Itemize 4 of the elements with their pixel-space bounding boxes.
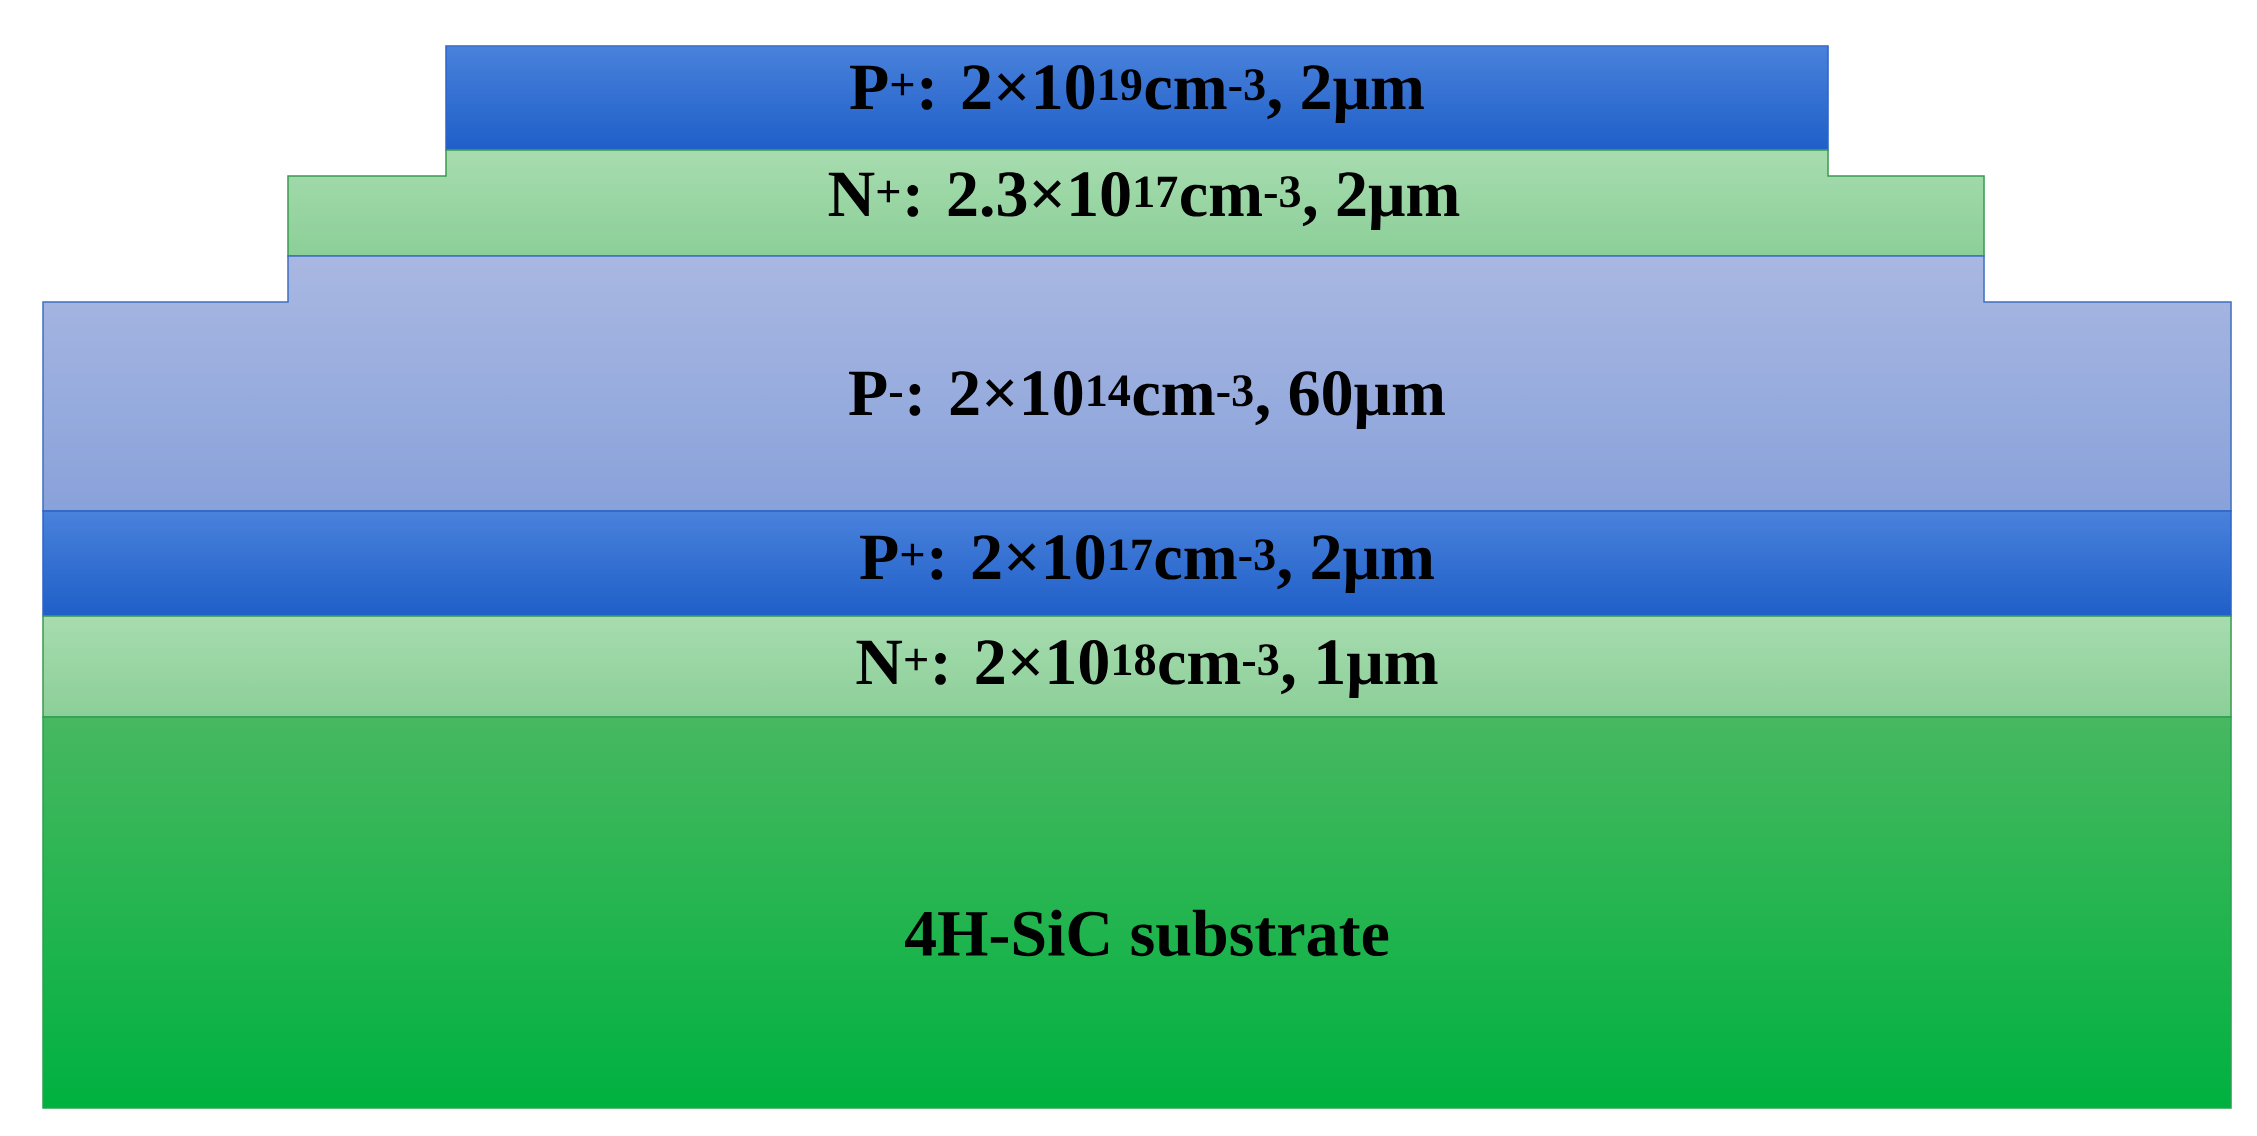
layer-band: N$^{+}$: 2.3×10$^{17}$cm$^{-3}$, 2μm (287, 149, 1985, 257)
layer-band: P$^{+}$: 2×10$^{19}$cm$^{-3}$, 2μm (445, 45, 1829, 151)
layer-band: N$^{+}$: 2×10$^{18}$cm$^{-3}$, 1μm (42, 615, 2232, 718)
layer-band: P$^{+}$: 2×10$^{17}$cm$^{-3}$, 2μm (42, 510, 2232, 617)
